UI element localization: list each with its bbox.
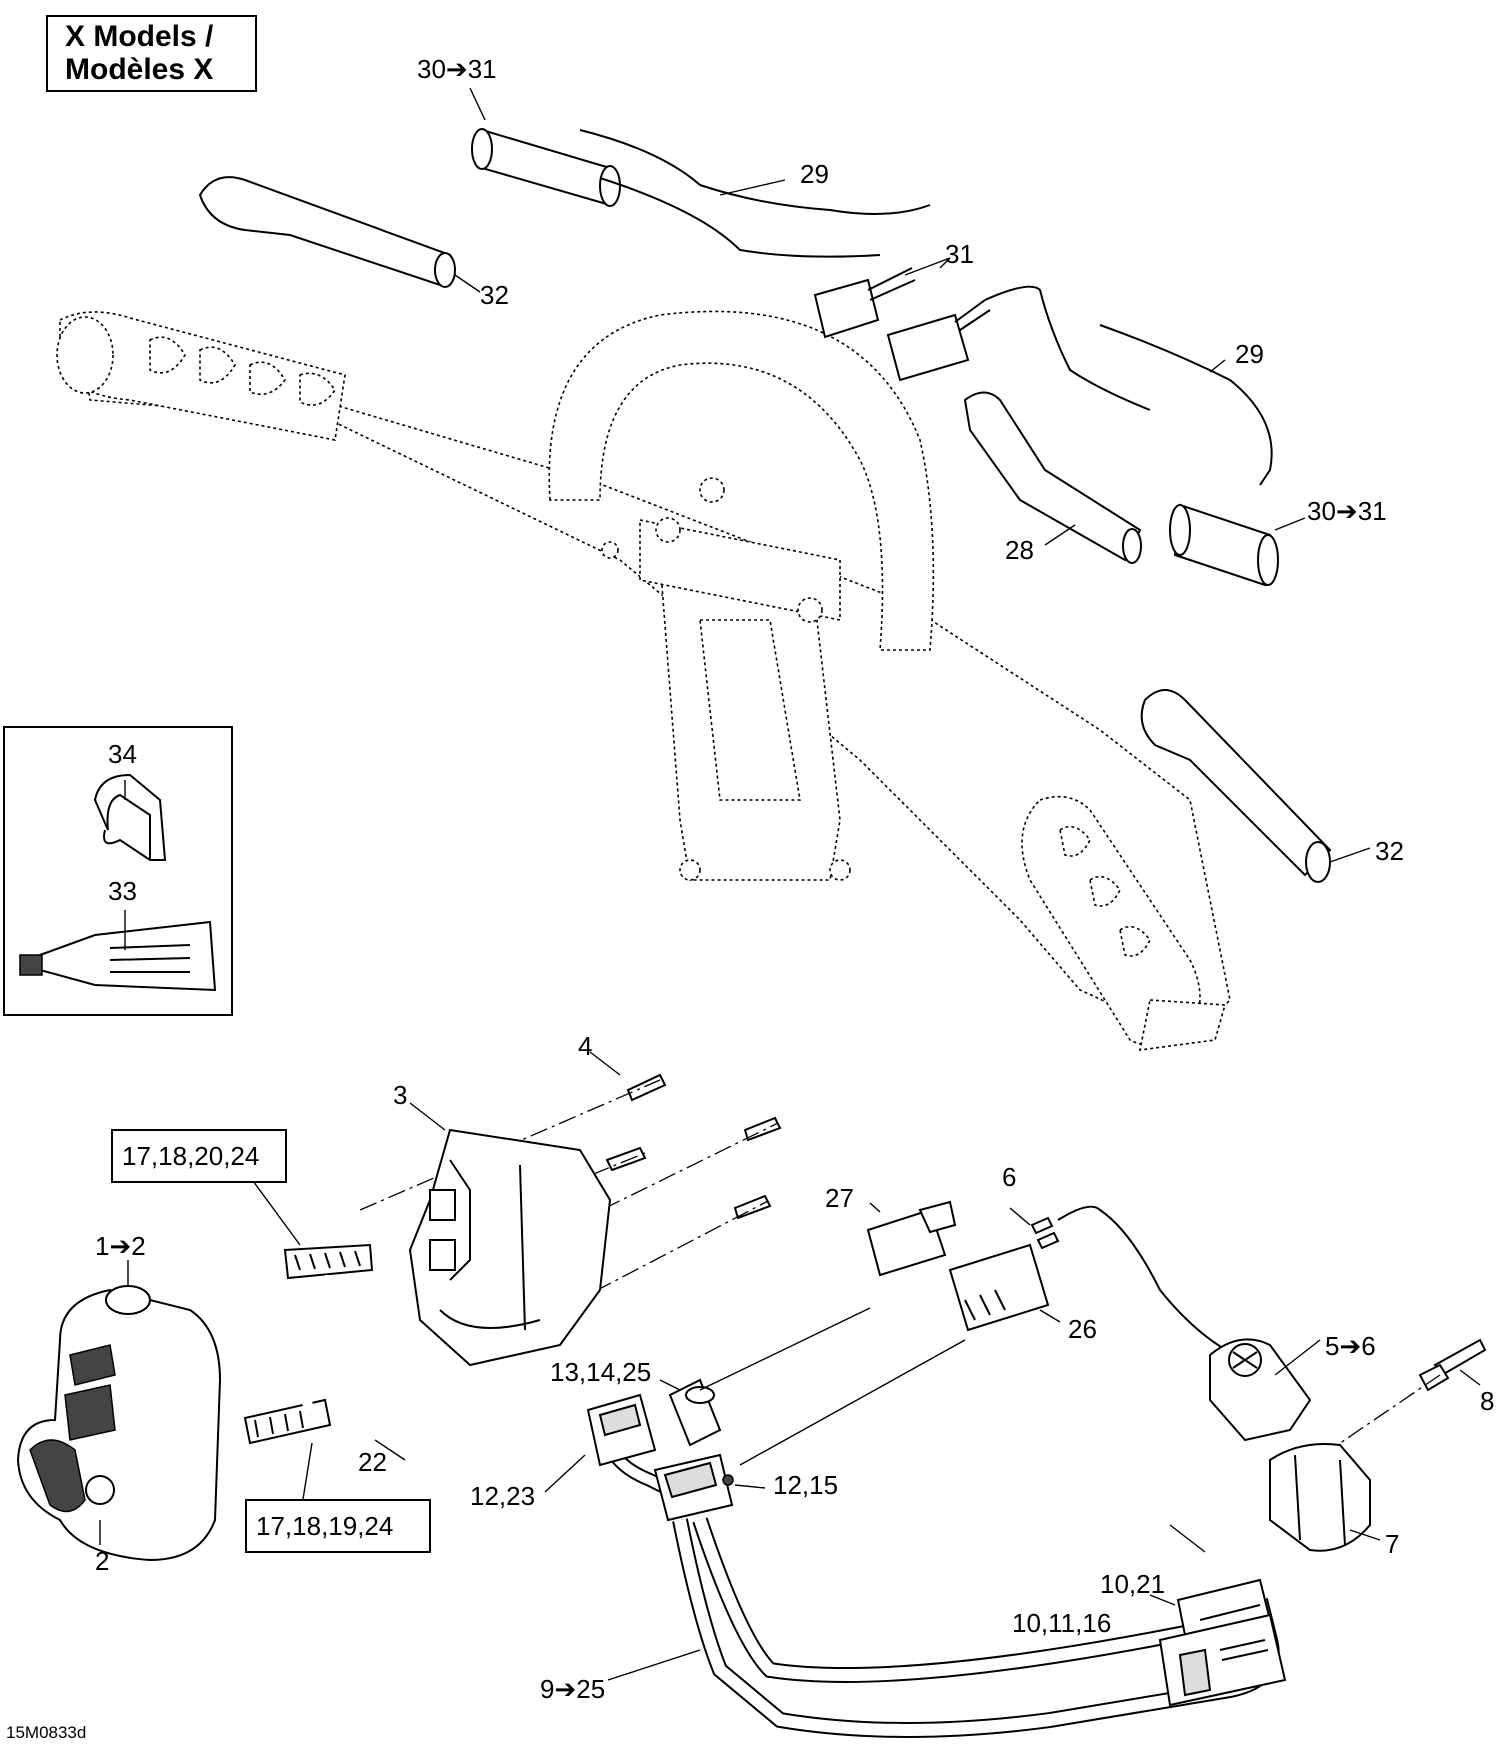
handlebar-assembly — [56, 310, 1231, 1051]
part-27-connector — [866, 1200, 957, 1277]
callout-13-14-25: 13,14,25 — [550, 1357, 651, 1387]
part-30-31-right-heating-sleeve — [1169, 503, 1279, 587]
label-box-17-18-20-24 — [111, 1129, 287, 1183]
part-29-right-wire — [1099, 324, 1273, 486]
callout-32-right: 32 — [1375, 836, 1404, 866]
callout-8: 8 — [1480, 1386, 1494, 1416]
part-28-tube — [963, 391, 1142, 564]
part-30-31-top-heating-sleeve — [471, 128, 621, 207]
part-8-pin — [1329, 1338, 1487, 1451]
callout-29-top: 29 — [800, 159, 829, 189]
connector-17-18-19-24 — [243, 1398, 332, 1445]
callout-33: 33 — [108, 876, 137, 906]
callout-34: 34 — [108, 739, 137, 769]
callout-22: 22 — [358, 1447, 387, 1477]
part-7-boot — [1269, 1443, 1371, 1552]
callout-17-18-20-24: 17,18,20,24 — [122, 1141, 259, 1171]
title-line-1: X Models / — [65, 20, 214, 53]
callout-4: 4 — [578, 1031, 592, 1061]
callout-3: 3 — [393, 1080, 407, 1110]
callout-28: 28 — [1005, 535, 1034, 565]
callout-32-top: 32 — [480, 280, 509, 310]
callout-30-31-right: 30➔31 — [1307, 496, 1387, 526]
callout-9-25: 9➔25 — [540, 1674, 605, 1704]
title-line-2: Modèles X — [65, 53, 213, 86]
connector-17-18-20-24 — [283, 1243, 374, 1280]
callout-2: 2 — [95, 1546, 109, 1576]
figure-code: 15M0833d — [6, 1723, 86, 1742]
part-31-connectors — [813, 267, 1151, 411]
callout-29-right: 29 — [1235, 339, 1264, 369]
callout-5-6: 5➔6 — [1325, 1331, 1376, 1361]
callout-31: 31 — [945, 239, 974, 269]
callout-17-18-19-24: 17,18,19,24 — [256, 1511, 393, 1541]
callout-10-11-16: 10,11,16 — [1012, 1608, 1111, 1638]
connector-12-15 — [653, 1453, 734, 1522]
label-box-17-18-19-24 — [245, 1499, 431, 1553]
part-5-6-connector — [1209, 1338, 1312, 1442]
part-26-connector — [948, 1243, 1050, 1332]
part-29-top-wire — [579, 129, 931, 215]
connector-10-11-16 — [1158, 1613, 1287, 1707]
part-3-housing-cover — [408, 1128, 612, 1367]
connector-13-14-25 — [668, 1378, 722, 1447]
callout-7: 7 — [1385, 1529, 1399, 1559]
callout-6: 6 — [1002, 1162, 1016, 1192]
callout-26: 26 — [1068, 1314, 1097, 1344]
callout-12-15: 12,15 — [773, 1470, 838, 1500]
part-32-right-insulator — [1140, 689, 1332, 883]
part-32-top-insulator — [198, 176, 456, 288]
callout-12-23: 12,23 — [470, 1481, 535, 1511]
callout-30-31-top: 30➔31 — [417, 54, 497, 84]
callout-10-21: 10,21 — [1100, 1569, 1165, 1599]
part-22-harness-inner — [302, 1274, 601, 1445]
inset-accessories-box — [3, 726, 233, 1016]
part-6-terminals — [1030, 1205, 1246, 1361]
connector-12-23 — [586, 1393, 657, 1467]
part-33-tube — [19, 920, 217, 992]
callout-1-2: 1➔2 — [95, 1231, 146, 1261]
callout-27: 27 — [825, 1183, 854, 1213]
part-1-2-switch-housing — [16, 1285, 222, 1562]
part-29-top-wire-lead — [599, 177, 881, 258]
model-title-box: X Models / Modèles X — [46, 15, 257, 92]
